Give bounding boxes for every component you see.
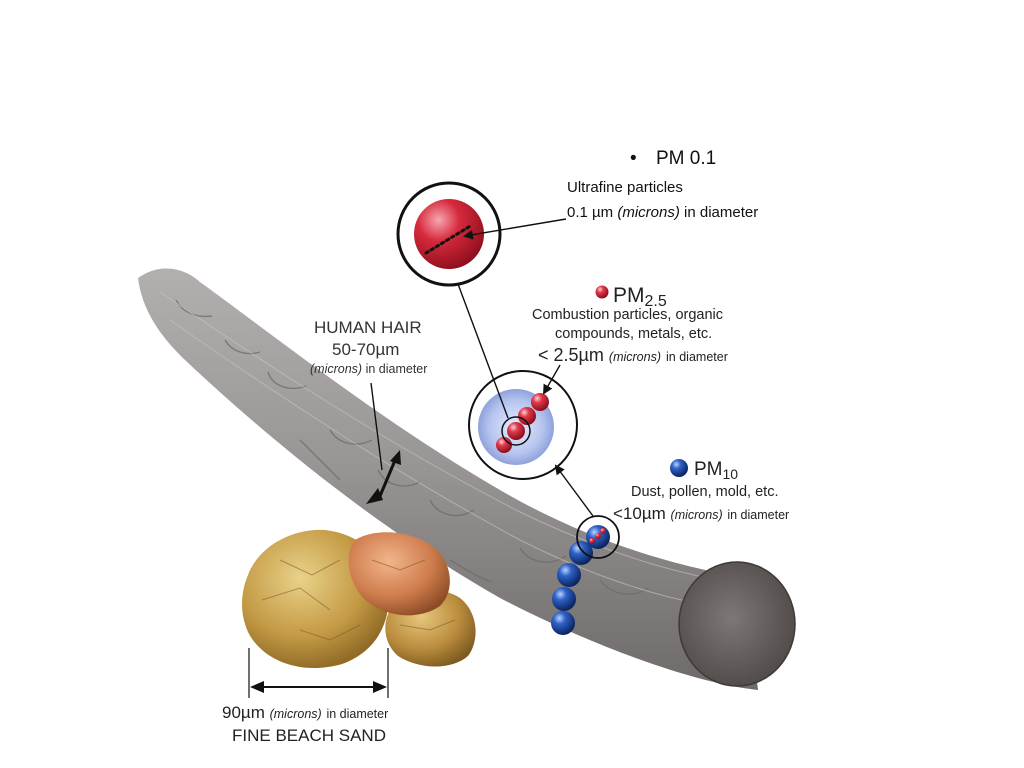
pm10-description: Dust, pollen, mold, etc.	[631, 484, 779, 500]
human-hair-strand	[138, 268, 796, 690]
hair-unit-suffix: in diameter	[365, 362, 428, 376]
sand-grains	[242, 529, 476, 669]
hair-diameter-arrow	[366, 450, 401, 504]
pm01-title: • PM 0.1	[630, 148, 716, 170]
bullet-icon: •	[630, 148, 637, 169]
pm25-size: < 2.5µm (microns) in diameter	[538, 345, 728, 366]
pm10-size: <10µm (microns) in diameter	[613, 504, 789, 524]
sand-title: FINE BEACH SAND	[232, 726, 386, 745]
hair-title: HUMAN HAIR	[314, 318, 422, 337]
pm25-title-sub: 2.5	[644, 293, 667, 310]
pm01-size: 0.1 µm (microns) in diameter	[567, 204, 758, 221]
pm25-pointer-arrow	[543, 364, 561, 395]
sand-size-unit: (microns)	[269, 707, 322, 721]
pm01-description: Ultrafine particles	[567, 179, 683, 196]
hair-cross-section	[679, 562, 795, 686]
pm01-zoom-line	[457, 283, 509, 419]
pm01-size-value: 0.1 µm	[567, 204, 614, 221]
pm25-size-value: < 2.5µm	[538, 345, 604, 365]
pm25-description-line1: Combustion particles, organic	[532, 307, 724, 323]
pm10-size-unit: (microns)	[670, 508, 723, 522]
pm25-magnifier	[468, 370, 578, 480]
pm10-title: PM10	[694, 459, 739, 482]
connector-lines	[370, 218, 594, 517]
pm01-pointer-arrow	[463, 218, 567, 240]
hair-size-unit: (microns) in diameter	[310, 362, 427, 376]
pm25-size-suffix: in diameter	[666, 350, 728, 364]
pm10-title-text: PM	[694, 459, 723, 480]
pm25-size-unit: (microns)	[608, 350, 662, 364]
pm01-title-text: PM 0.1	[656, 148, 717, 169]
hair-size: 50-70µm	[332, 340, 400, 359]
pm25-description-line2: compounds, metals, etc.	[555, 326, 713, 342]
pm10-size-value: <10µm	[613, 504, 666, 523]
sand-diameter-arrow	[248, 648, 389, 698]
sand-size-value: 90µm	[222, 703, 265, 722]
pm01-magnifier	[396, 181, 502, 287]
sand-size: 90µm (microns) in diameter	[222, 703, 388, 723]
pm10-title-sub: 10	[722, 466, 739, 482]
pm01-size-suffix: in diameter	[684, 204, 759, 221]
sand-size-suffix: in diameter	[326, 707, 389, 721]
pm25-title: PM2.5	[613, 284, 667, 310]
pm10-legend-dot	[670, 459, 688, 477]
pm01-size-unit: (microns)	[617, 204, 680, 221]
pm25-legend-dot	[595, 285, 609, 299]
pm10-magnifier	[576, 515, 620, 559]
pm25-zoom-arrow	[554, 464, 594, 517]
hair-unit-italic: (microns)	[310, 362, 363, 376]
pm10-size-suffix: in diameter	[727, 508, 790, 522]
hair-dimension-leader	[370, 382, 383, 471]
pm25-title-text: PM	[613, 284, 645, 307]
